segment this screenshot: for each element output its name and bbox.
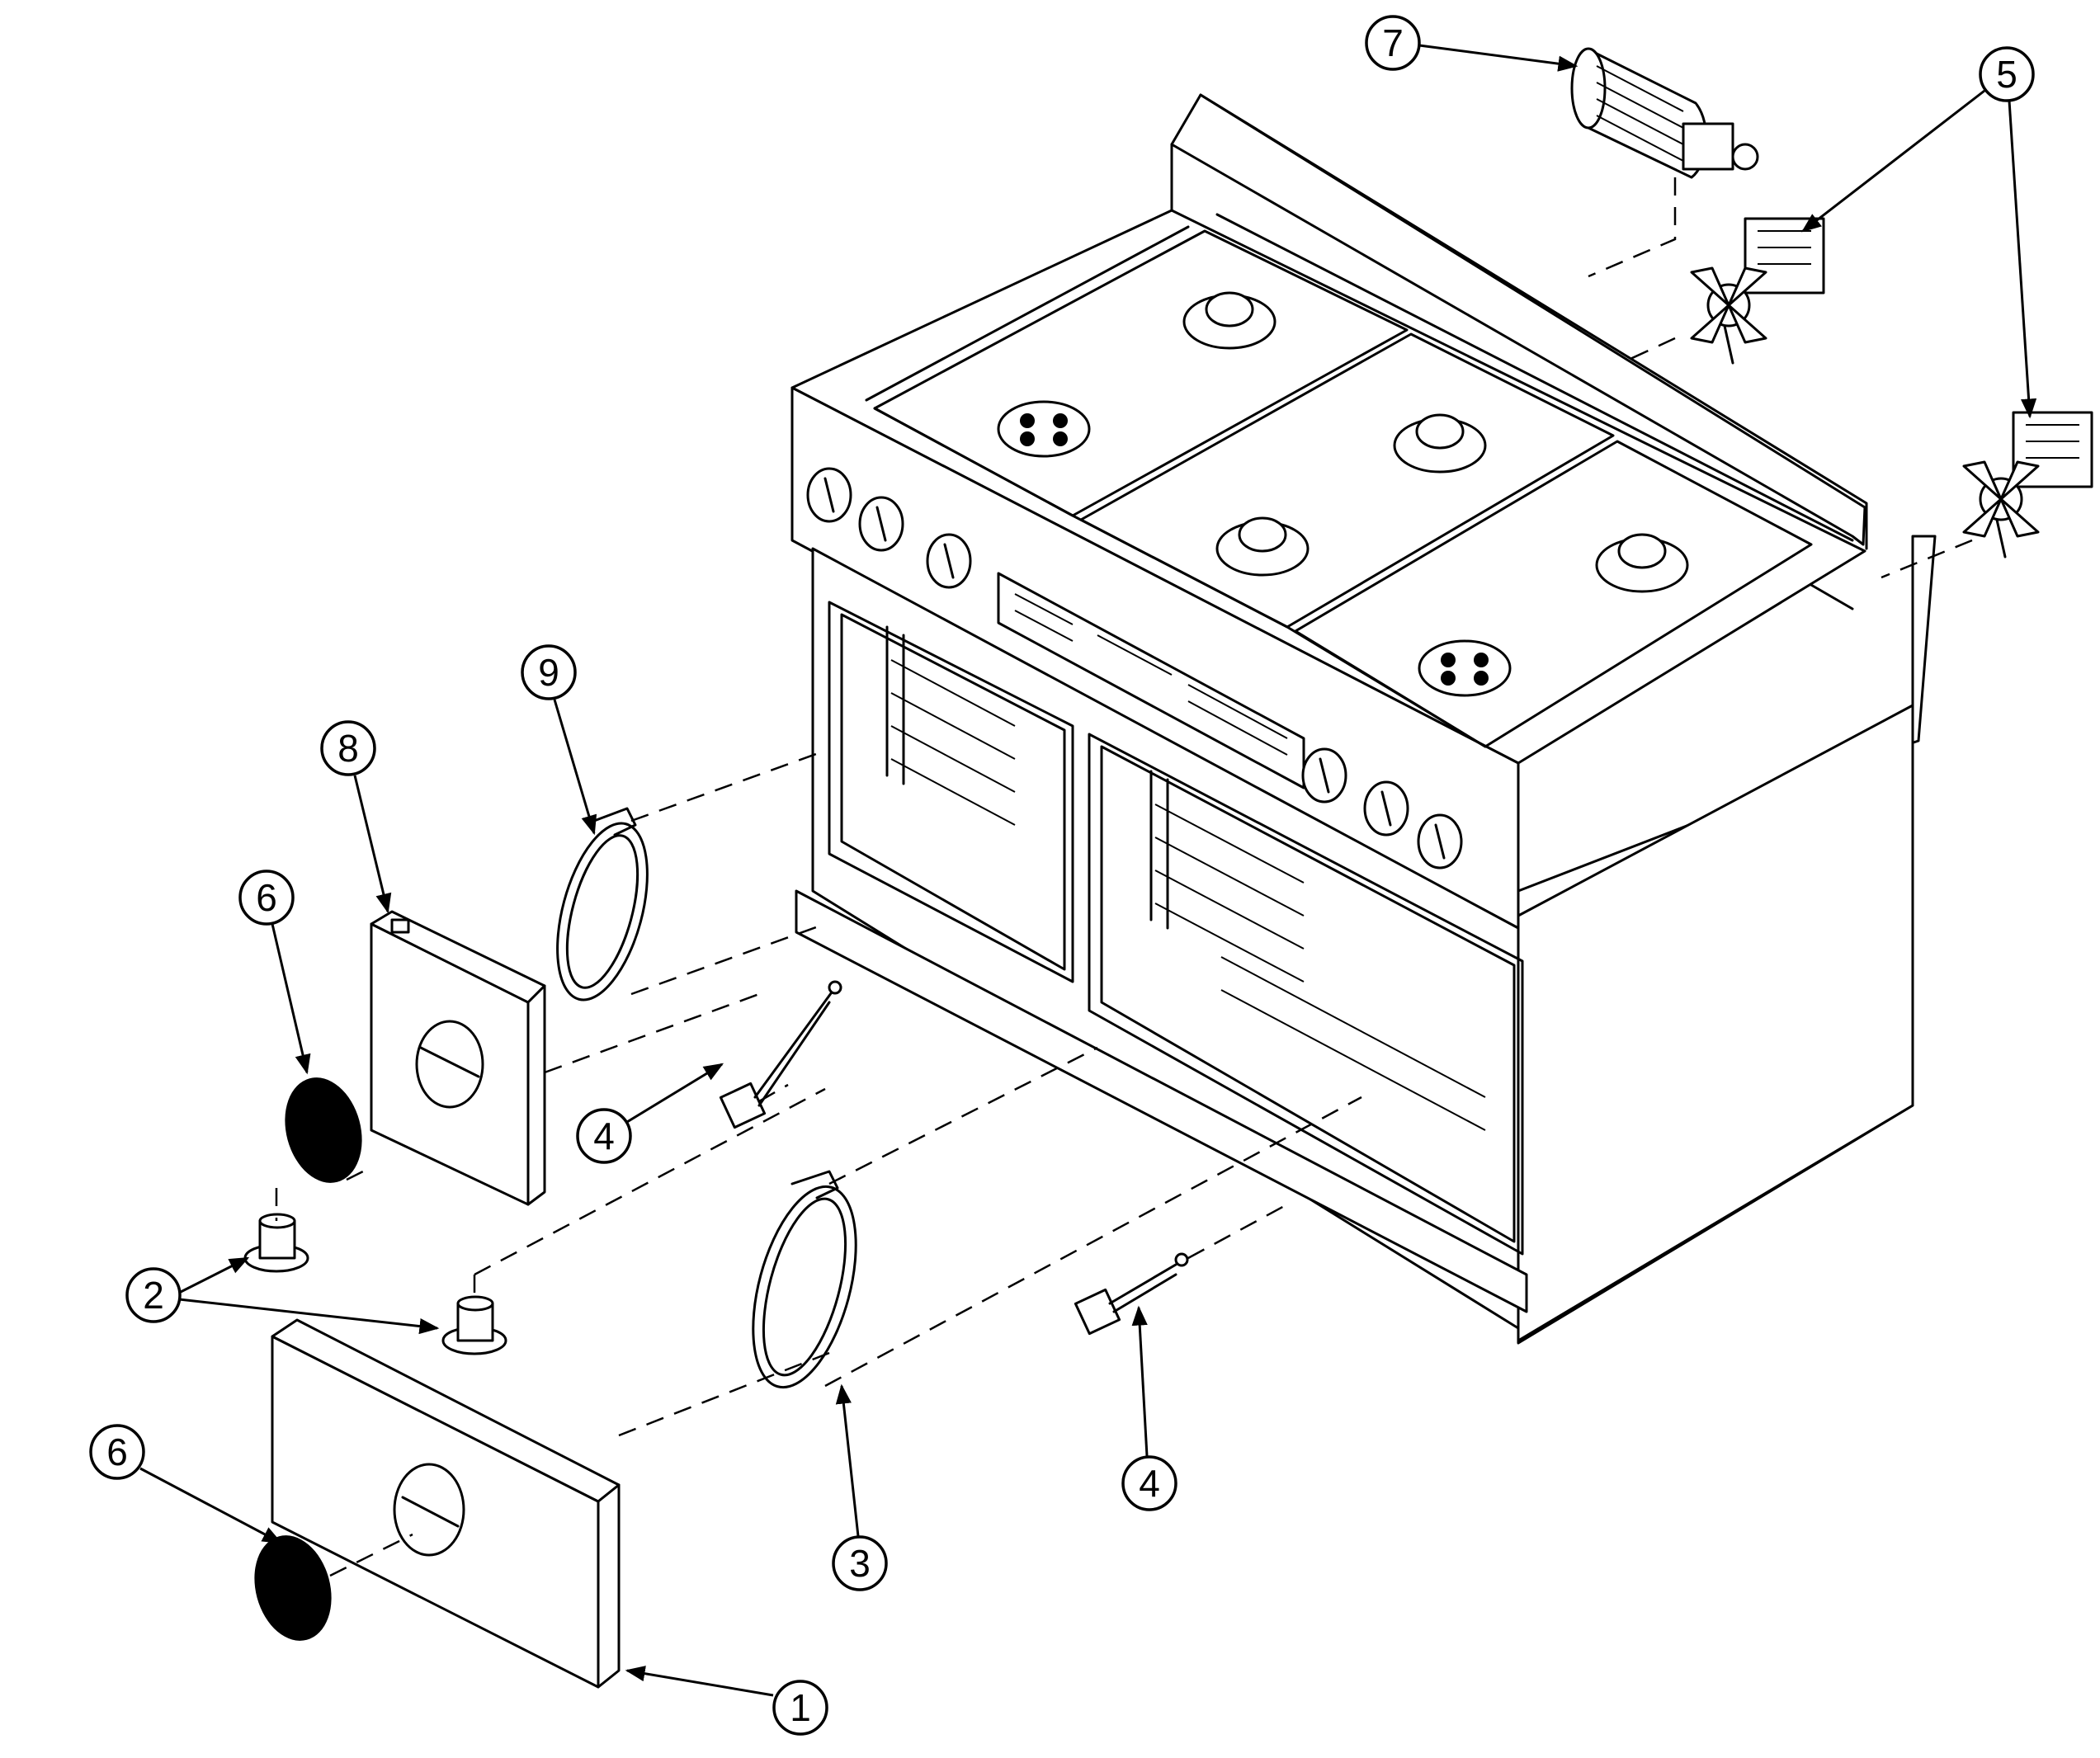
callout-6-upper: 6 [238,870,311,1075]
burner-rear-left [1182,291,1277,350]
callout-7: 7 [1365,15,1579,72]
callout-9: 9 [521,644,597,836]
callout-3-label: 3 [849,1542,871,1585]
callout-2-label: 2 [143,1274,164,1317]
lower-bake-element [752,1170,857,1389]
callout-6-lower: 6 [89,1424,283,1544]
burner-front-center [1215,516,1310,577]
control-knob-4 [1301,747,1347,804]
element-cover-panel-small [370,910,546,1206]
burner-rear-center [1393,413,1487,474]
callout-6-upper-label: 6 [256,876,277,919]
burner-front-left-simmer [997,400,1091,458]
insulation-disc-lower [254,1535,332,1641]
range-body [790,93,1937,1345]
upper-bake-element [556,807,649,1002]
callout-1: 1 [625,1666,828,1736]
convection-fan-motor-upper [1690,217,1825,365]
burner-front-right-simmer [1418,639,1512,697]
control-knob-2 [858,496,904,552]
control-knob-3 [926,533,972,589]
oven-cavity-right [1088,733,1524,1256]
callout-3: 3 [832,1383,888,1591]
callout-1-label: 1 [790,1686,811,1729]
oven-light-socket-left [243,1213,309,1273]
callout-8-label: 8 [337,727,359,770]
callout-7-label: 7 [1382,21,1404,64]
callout-5-label: 5 [1996,53,2017,96]
temperature-sensor-upper [719,980,842,1129]
convection-fan-motor-lower [1962,411,2093,559]
oven-light-socket-right [441,1295,507,1355]
temperature-sensor-lower [1074,1252,1189,1336]
callout-9-label: 9 [538,651,559,694]
callout-6-lower-label: 6 [106,1430,128,1473]
control-knob-1 [806,467,852,523]
callout-4-upper: 4 [576,1063,724,1164]
control-knob-6 [1417,813,1463,870]
control-knob-5 [1363,780,1409,837]
callout-8: 8 [320,720,392,914]
callout-5: 5 [1801,46,2037,419]
callout-4-lower: 4 [1121,1305,1177,1511]
insulation-disc-upper [285,1077,362,1183]
burner-rear-right [1595,533,1689,593]
callout-4-upper-label: 4 [593,1115,615,1157]
blower-motor-part [1570,47,1759,179]
oven-cavity-left [828,601,1074,983]
callout-2: 2 [125,1256,440,1335]
assembly-dashed-lines [275,177,1973,1577]
callout-4-lower-label: 4 [1139,1462,1160,1505]
element-cover-panel-large [271,1318,621,1689]
